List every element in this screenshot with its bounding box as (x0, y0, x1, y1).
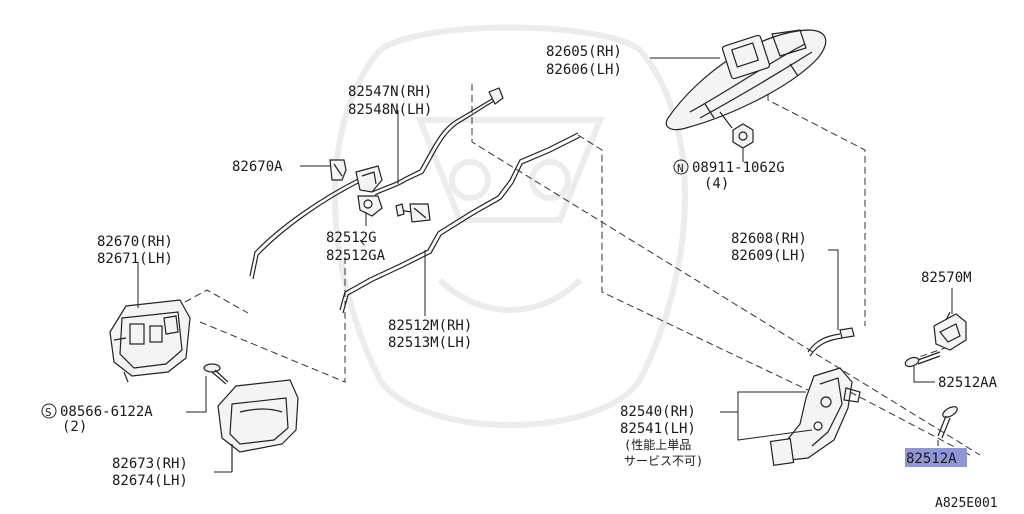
label-note-line1: (性能上単品 (624, 438, 691, 452)
rod-clip (355, 165, 383, 193)
label-clip-g: 82512G (326, 230, 377, 246)
clip-82512ga (395, 203, 431, 223)
label-screw-a: 82512A (906, 451, 957, 467)
label-nut-symbol: N (677, 162, 684, 175)
rod-82512m (339, 132, 581, 314)
label-screw-s: 08566-6122A (60, 404, 153, 420)
inner-door-handle (109, 299, 191, 383)
screw-08566 (203, 363, 229, 385)
rod-inner-handle (249, 177, 363, 280)
screw-82512a (937, 406, 958, 439)
label-rod-m-lh: 82513M(LH) (388, 335, 472, 351)
dashed-assembly-lines (184, 72, 981, 456)
label-handle-inner-rh: 82670(RH) (97, 234, 173, 250)
escutcheon (217, 379, 299, 472)
watermark-crest (332, 24, 688, 428)
door-lock-actuator (769, 327, 861, 466)
rod-82547n (371, 87, 504, 196)
striker (933, 311, 967, 351)
clip-82670a (329, 159, 347, 181)
hex-nut (719, 111, 754, 149)
label-screw-s-symbol: S (45, 406, 52, 419)
screw-symbol-circle (41, 403, 57, 419)
label-lock-rh: 82608(RH) (731, 231, 807, 247)
label-clip: 82670A (232, 159, 283, 175)
label-handle-inner-lh: 82671(LH) (97, 251, 173, 267)
label-escutcheon-rh: 82673(RH) (112, 456, 188, 472)
label-actuator-lh: 82541(LH) (620, 421, 696, 437)
label-handle-outer-rh: 82605(RH) (546, 44, 622, 60)
label-actuator-rh: 82540(RH) (620, 404, 696, 420)
label-screw-s-qty: (2) (62, 419, 87, 435)
clip-82512g (357, 195, 383, 217)
nut-symbol-circle (673, 159, 689, 175)
label-nut-qty: (4) (704, 176, 729, 192)
screw-82512aa (904, 351, 941, 368)
label-rod-m-rh: 82512M(RH) (388, 318, 472, 334)
callout-labels: 82605(RH) 82606(LH) N 08911-1062G (4) 82… (41, 44, 998, 511)
label-striker: 82570M (921, 270, 972, 286)
label-rod-n-lh: 82548N(LH) (348, 102, 432, 118)
highlight-box (905, 448, 967, 467)
label-note-line2: サービス不可) (624, 454, 703, 468)
diagram-id: A825E001 (935, 496, 998, 510)
label-escutcheon-lh: 82674(LH) (112, 473, 188, 489)
label-lock-lh: 82609(LH) (731, 248, 807, 264)
outer-door-handle (665, 29, 827, 131)
leader-lines (137, 57, 953, 473)
label-nut: 08911-1062G (692, 160, 785, 176)
label-screw-aa: 82512AA (938, 375, 998, 391)
label-clip-ga: 82512GA (326, 248, 386, 264)
label-handle-outer-lh: 82606(LH) (546, 62, 622, 78)
label-rod-n-rh: 82547N(RH) (348, 84, 432, 100)
